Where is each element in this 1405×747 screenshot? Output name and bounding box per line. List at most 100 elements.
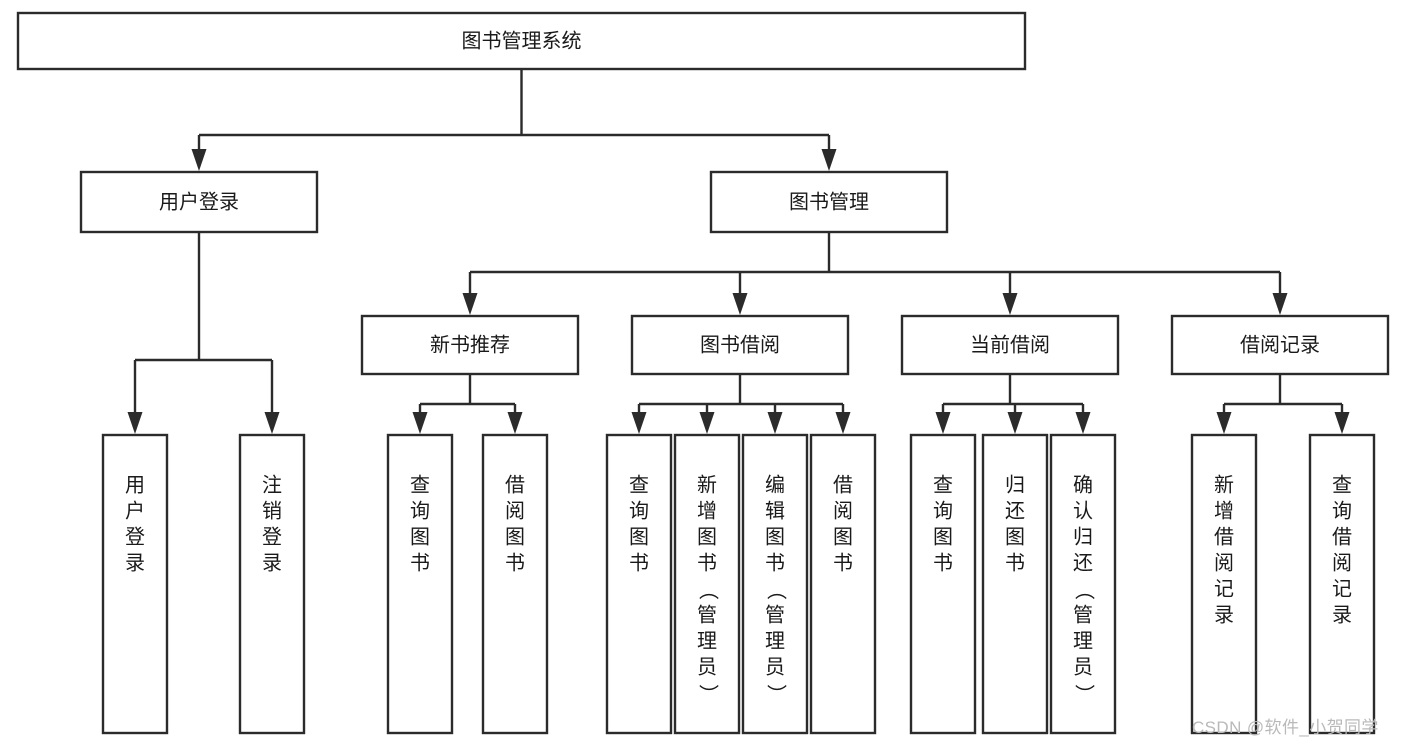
node-label-char: ） xyxy=(765,684,788,704)
node-label-char: 户 xyxy=(125,499,145,522)
node-label-char: 查 xyxy=(629,473,649,496)
connector-group-new-book-recommend xyxy=(412,374,523,434)
node-label-char: （ xyxy=(765,580,788,600)
node-label-char: 阅 xyxy=(833,499,853,522)
node-book-manage[interactable]: 图书管理 xyxy=(709,170,949,234)
node-box xyxy=(605,433,673,735)
arrow-head-icon xyxy=(1002,293,1018,315)
node-box xyxy=(673,433,741,735)
node-label: 借阅记录 xyxy=(1240,333,1320,356)
arrow-head-icon xyxy=(507,412,523,434)
node-label-char: 询 xyxy=(410,499,430,522)
connector-group-borrow-record xyxy=(1216,374,1350,434)
node-label-char: 查 xyxy=(1332,473,1352,496)
node-label-char: 借 xyxy=(505,473,525,496)
node-label-char: 用 xyxy=(125,474,145,496)
node-leaf-user-login[interactable]: 用户登录 xyxy=(101,433,169,735)
node-label-char: 询 xyxy=(1332,499,1352,522)
arrow-head-icon xyxy=(631,412,647,434)
node-label-char: 图 xyxy=(833,526,853,548)
connector-layer xyxy=(127,69,1350,434)
node-label-char: 理 xyxy=(765,630,785,652)
node-label-char: 管 xyxy=(697,603,717,626)
node-label-char: ） xyxy=(1073,684,1096,704)
node-label-char: 员 xyxy=(697,656,717,678)
node-label-char: 借 xyxy=(1214,525,1234,548)
arrow-head-icon xyxy=(767,412,783,434)
node-label-char: 图 xyxy=(505,526,525,548)
node-box xyxy=(981,433,1049,735)
node-label-char: 销 xyxy=(262,499,282,522)
node-label-char: 图 xyxy=(765,526,785,548)
node-label-char: 记 xyxy=(1214,577,1234,600)
arrow-head-icon xyxy=(821,149,837,171)
node-box xyxy=(16,11,1027,71)
node-label-char: 询 xyxy=(629,499,649,522)
csdn-watermark: CSDN @软件_小贺同学 xyxy=(1192,718,1379,737)
node-box xyxy=(809,433,877,735)
node-label-char: 增 xyxy=(697,499,717,522)
node-label-char: 书 xyxy=(629,551,649,574)
node-label-char: 录 xyxy=(1332,604,1352,626)
node-label-char: 理 xyxy=(697,630,717,652)
node-label-char: 借 xyxy=(833,473,853,496)
node-label: 图书管理 xyxy=(789,190,869,213)
node-label-char: 辑 xyxy=(765,499,785,522)
node-label-char: 图 xyxy=(697,526,717,548)
node-label-char: 书 xyxy=(833,551,853,574)
connector-group-current-borrow xyxy=(935,374,1091,434)
node-label-char: 员 xyxy=(1073,656,1093,678)
node-new-book-recommend[interactable]: 新书推荐 xyxy=(360,314,580,376)
node-label-char: 询 xyxy=(933,499,953,522)
node-label-char: 书 xyxy=(1005,551,1025,574)
node-label-char: 员 xyxy=(765,656,785,678)
node-box xyxy=(741,433,809,735)
arrow-head-icon xyxy=(1075,412,1091,434)
node-label-char: 图 xyxy=(933,526,953,548)
node-box xyxy=(900,314,1120,376)
node-label-char: 查 xyxy=(410,473,430,496)
arrow-head-icon xyxy=(127,412,143,434)
node-box xyxy=(360,314,580,376)
node-root[interactable]: 图书管理系统 xyxy=(16,11,1027,71)
node-label: 用户登录 xyxy=(159,190,239,213)
node-box xyxy=(386,433,454,735)
node-label-char: 阅 xyxy=(1332,551,1352,574)
arrow-head-icon xyxy=(1007,412,1023,434)
node-label-char: 书 xyxy=(697,551,717,574)
node-label: 新书推荐 xyxy=(430,333,510,356)
node-label-char: 录 xyxy=(262,552,282,574)
node-label-char: 图 xyxy=(1005,526,1025,548)
node-label-char: 录 xyxy=(1214,604,1234,626)
node-label-char: 借 xyxy=(1332,525,1352,548)
node-box xyxy=(909,433,977,735)
node-label-char: 阅 xyxy=(1214,551,1234,574)
node-layer: 图书管理系统用户登录图书管理新书推荐图书借阅当前借阅借阅记录用户登录注销登录查询… xyxy=(16,11,1390,735)
node-box xyxy=(481,433,549,735)
node-book-borrow[interactable]: 图书借阅 xyxy=(630,314,850,376)
node-label-char: 阅 xyxy=(505,499,525,522)
node-user-login[interactable]: 用户登录 xyxy=(79,170,319,234)
node-label-char: 书 xyxy=(933,551,953,574)
node-label-char: 认 xyxy=(1073,499,1093,522)
node-label-char: 登 xyxy=(125,525,145,548)
arrow-head-icon xyxy=(1216,412,1232,434)
arrow-head-icon xyxy=(191,149,207,171)
arrow-head-icon xyxy=(699,412,715,434)
node-current-borrow[interactable]: 当前借阅 xyxy=(900,314,1120,376)
arrow-head-icon xyxy=(462,293,478,315)
node-borrow-record[interactable]: 借阅记录 xyxy=(1170,314,1390,376)
